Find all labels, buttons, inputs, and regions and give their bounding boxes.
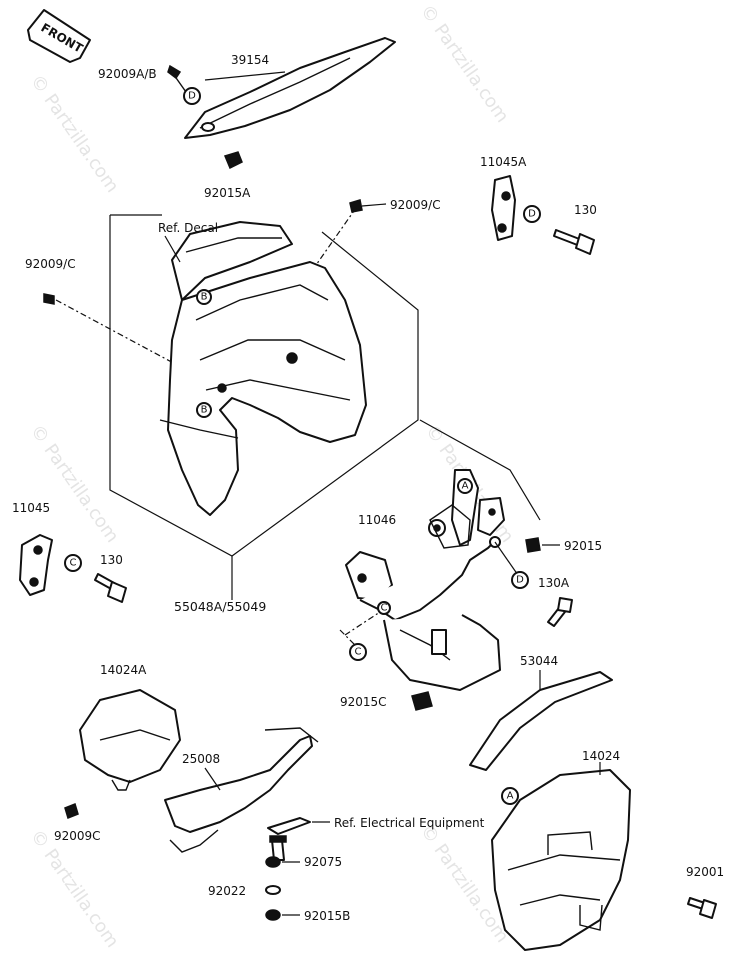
label-130-top: 130 <box>574 203 597 217</box>
label-92009c-top: 92009/C <box>390 198 441 212</box>
circle-marker-d <box>523 205 541 223</box>
nut-92015a <box>223 151 243 170</box>
label-11045: 11045 <box>12 501 50 515</box>
watermark-text: © Partzilla.com <box>26 421 123 547</box>
watermark-text: © Partzilla.com <box>416 1 513 127</box>
bolt-92001 <box>687 897 717 919</box>
label-11046: 11046 <box>358 513 396 527</box>
pipe-53044 <box>469 670 613 771</box>
label-25008: 25008 <box>182 752 220 766</box>
leader-line <box>204 71 286 81</box>
screw-92009ab <box>167 64 187 93</box>
watermark-text: © Partzilla.com <box>26 71 123 197</box>
label-92022: 92022 <box>208 884 246 898</box>
label-39154: 39154 <box>231 53 269 67</box>
cover-14024a <box>79 689 181 791</box>
upper-cowl-55048a-55049: B B <box>159 221 367 516</box>
label-92009c-bottom: 92009C <box>54 829 101 843</box>
bracket-11045a <box>491 175 516 241</box>
circle-marker-c-label: C <box>355 647 362 658</box>
electrical-ref-pointer <box>267 817 330 835</box>
circle-marker-a <box>501 787 519 805</box>
circle-marker-a-label: A <box>507 791 514 802</box>
bracket-11045 <box>19 534 53 596</box>
label-ref-electrical: Ref. Electrical Equipment <box>334 816 485 830</box>
stay-frame-assembly <box>339 419 541 691</box>
watermark-group: © Partzilla.com © Partzilla.com © Partzi… <box>26 1 518 952</box>
label-ref-decal: Ref. Decal <box>158 221 218 235</box>
front-direction-arrow: FRONT <box>27 9 91 63</box>
circle-marker-c-label: C <box>381 603 388 614</box>
leader-line <box>164 235 181 263</box>
nut-92015b <box>265 909 300 921</box>
washer-92022 <box>265 885 281 895</box>
label-92015b: 92015B <box>304 909 350 923</box>
label-14024: 14024 <box>582 749 620 763</box>
circle-marker-d-label: D <box>188 91 196 102</box>
label-92009c-left: 92009/C <box>25 257 76 271</box>
windshield-39154 <box>184 37 396 139</box>
label-92009ab: 92009A/B <box>98 67 157 81</box>
circle-marker-c <box>64 554 82 572</box>
nut-92015 <box>525 537 560 553</box>
label-92001: 92001 <box>686 865 724 879</box>
cover-14024 <box>491 769 631 951</box>
circle-marker-b-label: B <box>201 405 208 416</box>
circle-marker-a <box>457 478 473 494</box>
circle-marker-c <box>377 601 391 615</box>
leader-line <box>204 767 221 791</box>
assembly-boundary-line <box>109 214 419 557</box>
screw-92009c-bottom <box>64 802 79 820</box>
label-92015: 92015 <box>564 539 602 553</box>
label-55048a-55049: 55048A/55049 <box>174 599 266 614</box>
label-130-left: 130 <box>100 553 123 567</box>
label-92015a: 92015A <box>204 186 251 200</box>
circle-marker-d <box>511 571 529 589</box>
label-130a: 130A <box>538 576 570 590</box>
label-11045a: 11045A <box>480 155 527 169</box>
label-14024a: 14024A <box>100 663 147 677</box>
bracket-25008 <box>164 727 319 853</box>
label-53044: 53044 <box>520 654 558 668</box>
stud-bolt <box>269 835 287 861</box>
nut-92015c <box>411 691 433 711</box>
bolt-130-top <box>553 229 595 255</box>
label-92075: 92075 <box>304 855 342 869</box>
circle-marker-c <box>349 643 367 661</box>
circle-marker-d-label: D <box>516 575 524 586</box>
watermark-text: © Partzilla.com <box>26 826 123 952</box>
bolt-130a <box>547 597 573 627</box>
circle-marker-a-label: A <box>462 481 469 492</box>
bolt-130-left <box>94 573 127 603</box>
circle-marker-b-label: B <box>201 292 208 303</box>
grommet-92075 <box>265 856 300 868</box>
label-92015c: 92015C <box>340 695 387 709</box>
circle-marker-d-label: D <box>528 209 536 220</box>
circle-marker-c-label: C <box>70 558 77 569</box>
circle-marker-d <box>183 87 201 105</box>
